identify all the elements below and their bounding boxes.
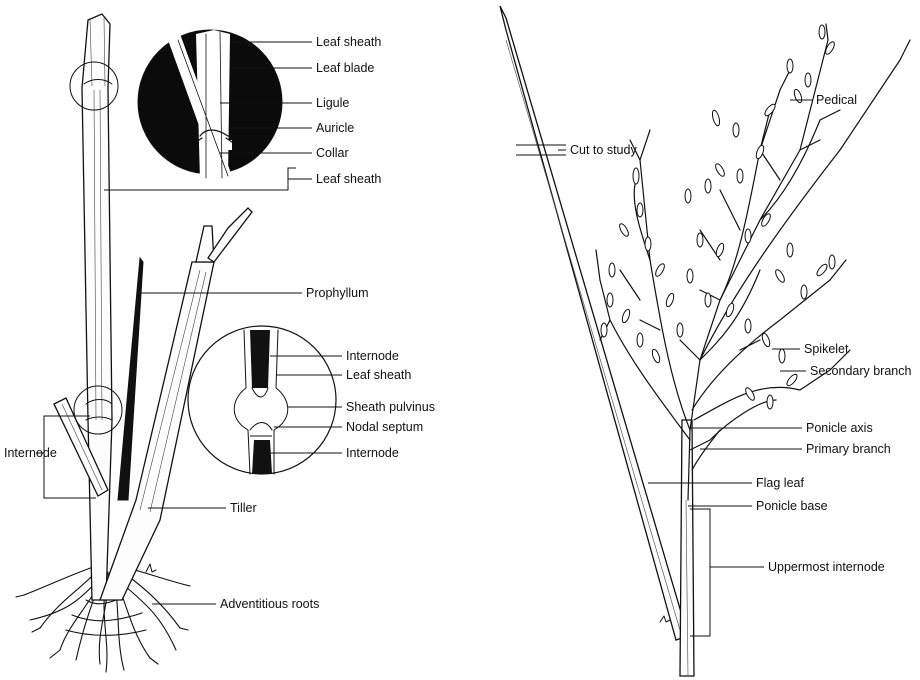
label-pedical: Pedical	[816, 93, 857, 107]
label-collar: Collar	[316, 146, 349, 160]
label-sheath-pulvinus: Sheath pulvinus	[346, 400, 435, 414]
leaf-collar-callout	[138, 30, 282, 180]
label-cut-to-study: Cut to study	[570, 143, 637, 157]
main-culm-drawing	[82, 14, 112, 600]
label-internode-top: Internode	[346, 349, 399, 363]
label-node-leaf-sheath: Leaf sheath	[346, 368, 411, 382]
flag-leaf-drawing	[500, 6, 688, 640]
label-uppermost-internode: Uppermost internode	[768, 560, 885, 574]
label-internode-bottom: Internode	[346, 446, 399, 460]
left-plant: Leaf sheath Leaf blade Ligule Auricle Co…	[4, 14, 435, 672]
right-plant: Cut to study Pedical Spikelet Secondary …	[500, 6, 912, 676]
label-nodal-septum: Nodal septum	[346, 420, 423, 434]
label-leaf-sheath: Leaf sheath	[316, 172, 381, 186]
label-leaf-blade: Leaf blade	[316, 61, 374, 75]
label-prophyllum: Prophyllum	[306, 286, 369, 300]
label-ponicle-base: Ponicle base	[756, 499, 828, 513]
label-flag-leaf: Flag leaf	[756, 476, 804, 490]
node-detail-callout	[188, 326, 336, 474]
label-ligule: Ligule	[316, 96, 349, 110]
label-ponicle-axis: Ponicle axis	[806, 421, 873, 435]
label-adventitious-roots: Adventitious roots	[220, 597, 319, 611]
label-auricle: Auricle	[316, 121, 354, 135]
label-internode: Internode	[4, 446, 57, 460]
label-leaf-sheath-top: Leaf sheath	[316, 35, 381, 49]
label-tiller: Tiller	[230, 501, 257, 515]
label-primary-branch: Primary branch	[806, 442, 891, 456]
prophyllum-drawing	[118, 258, 143, 500]
spikelets-drawing	[601, 25, 836, 409]
label-secondary-branch: Secondary branch	[810, 364, 912, 378]
label-spikelet: Spikelet	[804, 342, 849, 356]
